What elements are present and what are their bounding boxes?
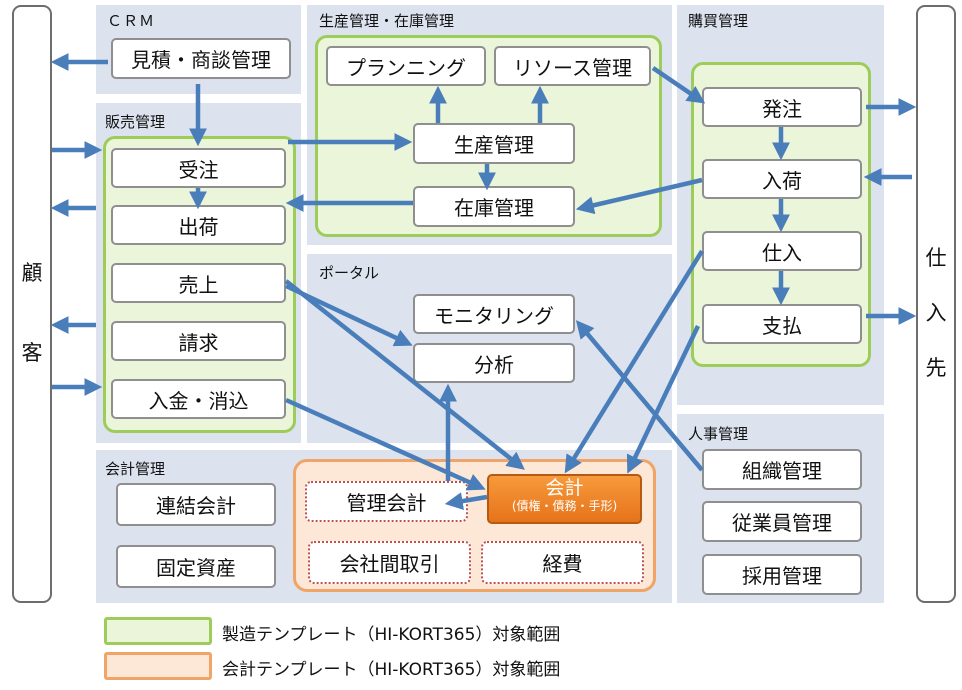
sales-panel-title: 販売管理 (105, 113, 166, 131)
production-management-box[interactable]: 生産管理 (413, 123, 575, 164)
purchasing-panel-title: 購買管理 (688, 12, 749, 30)
inventory-management-box[interactable]: 在庫管理 (413, 186, 575, 227)
arrow-sales-to-accounting (284, 279, 525, 470)
supplier-char-3: 先 (925, 356, 947, 380)
intercompany-transactions-box[interactable]: 会社間取引 (308, 541, 471, 584)
hr-panel-title: 人事管理 (688, 425, 749, 443)
estimate-negotiation-box[interactable]: 見積・商談管理 (111, 38, 291, 79)
accounting-main-box[interactable]: 会計 (債権・債務・手形) (487, 474, 642, 524)
supplier-char-1: 仕 (925, 246, 947, 270)
arrow-accounting-to-management (444, 492, 488, 510)
legend-manufacturing-swatch (104, 617, 212, 645)
fixed-assets-box[interactable]: 固定資産 (116, 545, 276, 588)
analysis-box[interactable]: 分析 (413, 343, 575, 383)
legend-accounting-text: 会計テンプレート（HI-KORT365）対象範囲 (222, 660, 561, 680)
organization-management-box[interactable]: 組織管理 (702, 449, 862, 490)
consolidated-accounting-box[interactable]: 連結会計 (116, 483, 276, 526)
accounting-panel-title: 会計管理 (105, 460, 166, 478)
purchase-order-box[interactable]: 発注 (702, 87, 862, 127)
customer-char-1: 顧 (21, 261, 43, 285)
expenses-box[interactable]: 経費 (481, 541, 644, 584)
accounting-main-label: 会計 (545, 477, 584, 499)
supplier-char-2: 入 (925, 301, 947, 325)
crm-panel-title: ＣＲＭ (107, 12, 156, 30)
sales-box[interactable]: 売上 (111, 263, 286, 303)
production-panel-title: 生産管理・在庫管理 (319, 12, 455, 30)
order-received-box[interactable]: 受注 (111, 148, 286, 188)
recruiting-management-box[interactable]: 採用管理 (702, 554, 862, 595)
billing-box[interactable]: 請求 (111, 321, 286, 361)
legend-manufacturing-text: 製造テンプレート（HI-KORT365）対象範囲 (222, 625, 561, 645)
resource-management-box[interactable]: リソース管理 (494, 46, 651, 86)
arrow-resource-to-purchase-order (651, 66, 706, 104)
monitoring-box[interactable]: モニタリング (413, 294, 575, 334)
legend-accounting-swatch (104, 652, 212, 680)
arrow-organization-to-monitoring (575, 320, 704, 472)
portal-panel-title: ポータル (319, 264, 380, 282)
supplier-bar: 仕 入 先 (916, 5, 956, 603)
arrow-payment-to-accounting (626, 325, 701, 474)
arrow-receiving-to-inventory (575, 177, 703, 215)
employee-management-box[interactable]: 従業員管理 (702, 501, 862, 542)
customer-char-2: 客 (21, 341, 43, 365)
planning-box[interactable]: プランニング (326, 46, 486, 86)
shipping-box[interactable]: 出荷 (111, 205, 286, 245)
arrow-purchase-to-accounting (564, 249, 704, 474)
customer-bar: 顧 客 (12, 5, 52, 603)
accounting-sub-label: (債権・債務・手形) (511, 499, 618, 513)
payment-clearing-box[interactable]: 入金・消込 (111, 379, 286, 419)
